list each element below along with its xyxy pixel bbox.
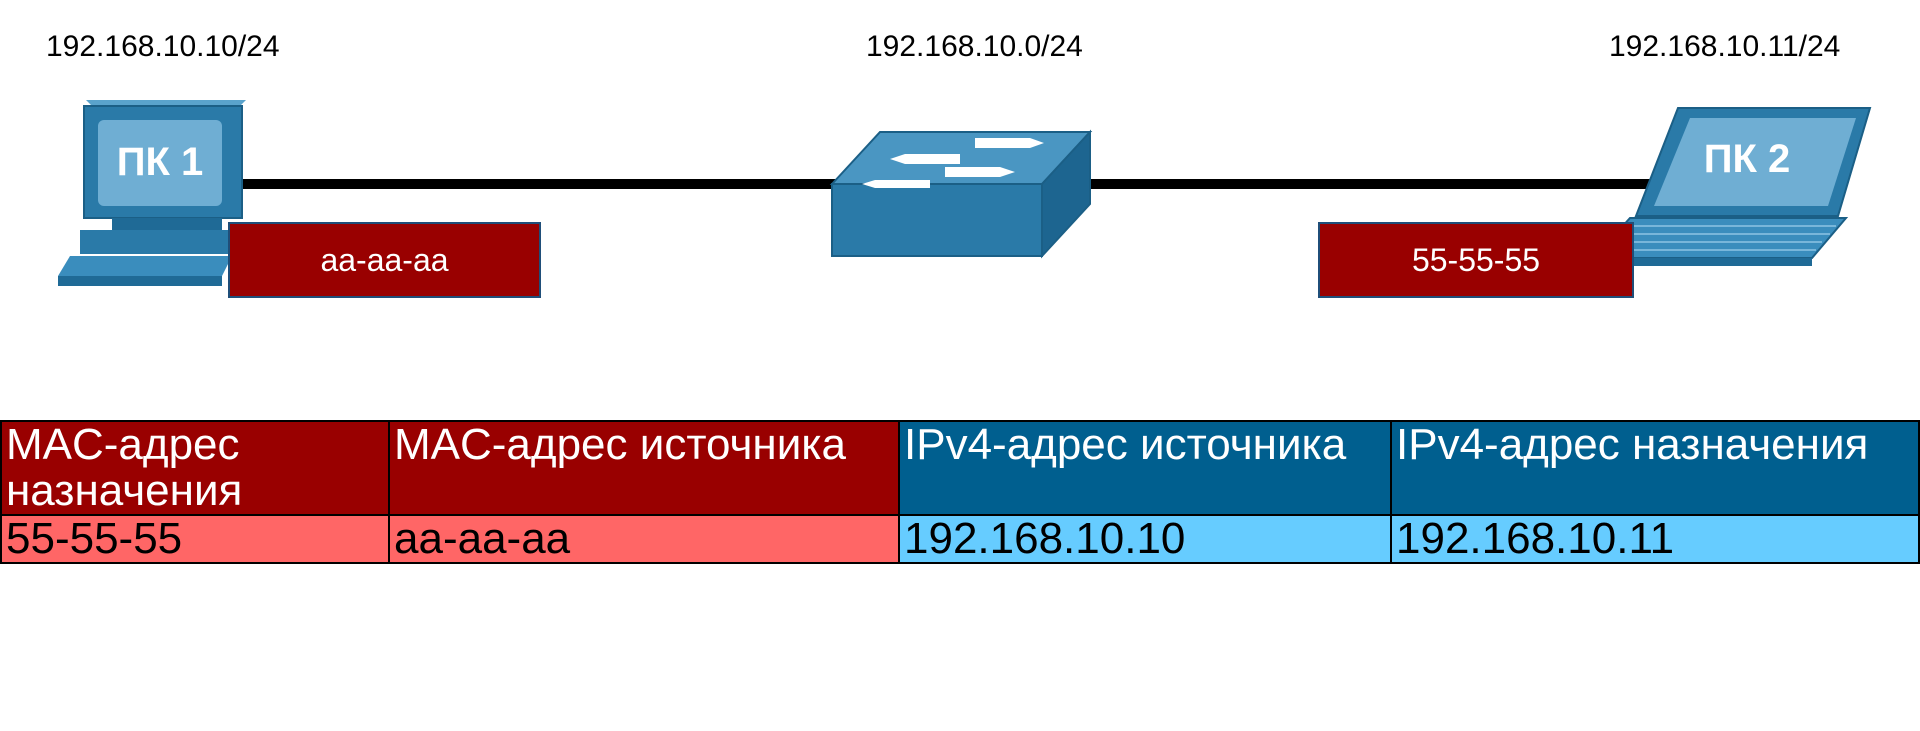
pc1-mac-label: aa-aa-aa (228, 222, 541, 298)
table-row: 55-55-55 aa-aa-aa 192.168.10.10 192.168.… (0, 514, 1920, 564)
dest-mac-value: 55-55-55 (0, 514, 390, 564)
src-ip-header: IPv4-адрес источника (898, 420, 1392, 516)
dest-ip-header: IPv4-адрес назначения (1390, 420, 1920, 516)
pc2-mac-label: 55-55-55 (1318, 222, 1634, 298)
pc1-name: ПК 1 (117, 140, 204, 184)
frame-header-table: MAC-адрес назначения MAC-адрес источника… (0, 420, 1920, 564)
pc1-ip-label: 192.168.10.10/24 (46, 30, 280, 63)
pc1-desktop-icon[interactable]: ПК 1 (58, 100, 246, 286)
src-mac-header: MAC-адрес источника (388, 420, 900, 516)
table-header-row: MAC-адрес назначения MAC-адрес источника… (0, 420, 1920, 516)
src-ip-value: 192.168.10.10 (898, 514, 1392, 564)
pc2-ip-label: 192.168.10.11/24 (1609, 30, 1841, 63)
dest-ip-value: 192.168.10.11 (1390, 514, 1920, 564)
dest-mac-header: MAC-адрес назначения (0, 420, 390, 516)
network-label: 192.168.10.0/24 (866, 30, 1083, 63)
src-mac-value: aa-aa-aa (388, 514, 900, 564)
pc2-name: ПК 2 (1704, 137, 1791, 181)
switch-icon[interactable] (829, 129, 1093, 259)
pc2-laptop-icon[interactable]: ПК 2 (1591, 107, 1872, 266)
switch-arrows-icon (862, 138, 1044, 188)
